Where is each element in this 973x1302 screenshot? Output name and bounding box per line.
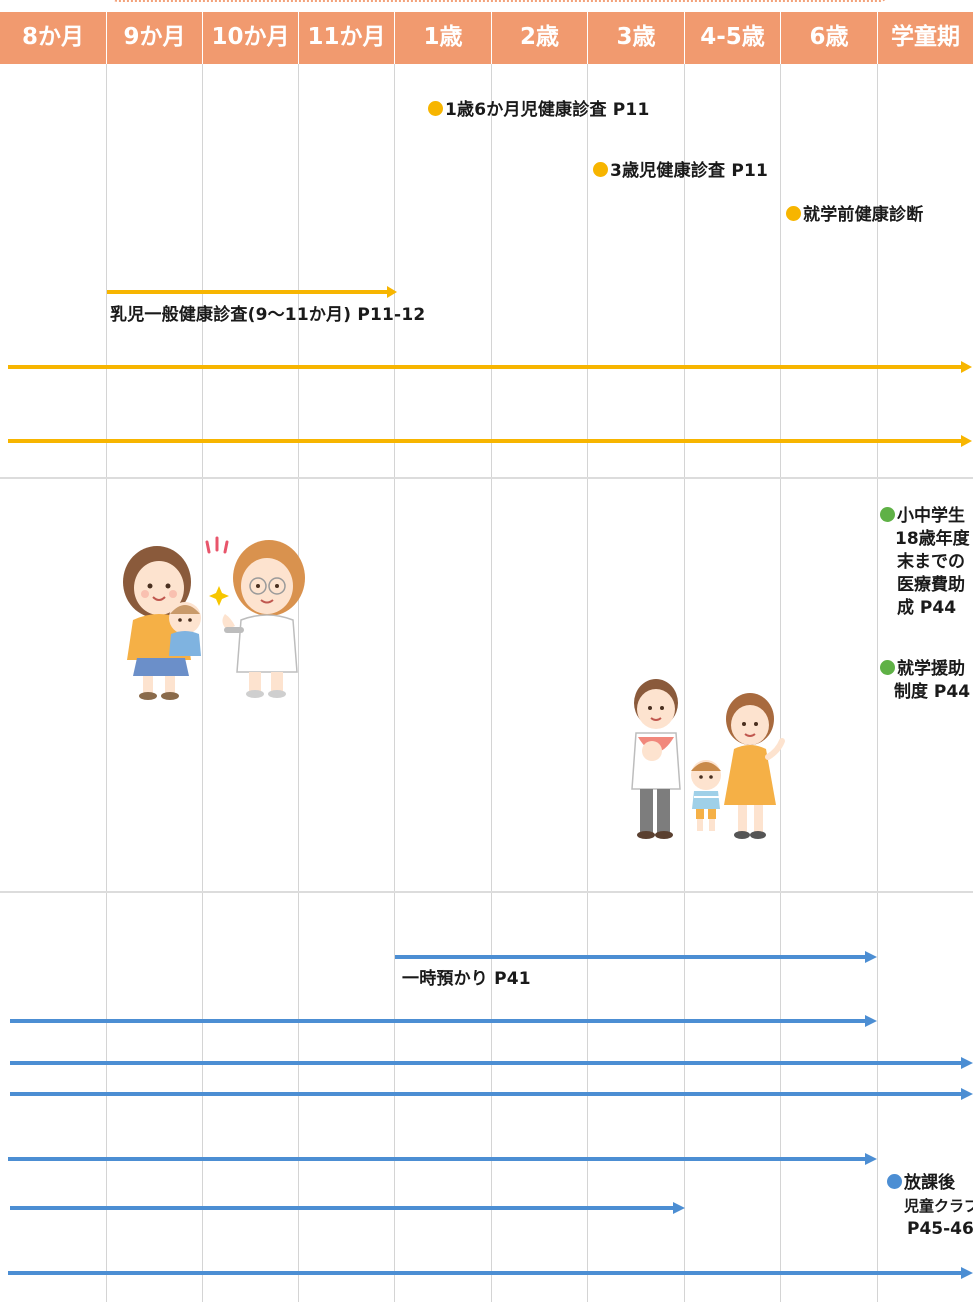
grid-line — [684, 64, 685, 1302]
after-school-line: 放課後 — [904, 1173, 955, 1193]
after-school-line: 児童クラブ — [904, 1197, 973, 1215]
school-aid-line: 就学援助 — [897, 659, 965, 679]
checkup-3y-text: 3歳児健康診査 P11 — [610, 161, 769, 181]
yellow-arrow-full — [8, 435, 973, 447]
green-dot-icon — [880, 660, 895, 675]
grid-line — [298, 64, 299, 1302]
header-col-4-5y: 4-5歳 — [685, 12, 781, 64]
medical-aid-line: 小中学生 — [897, 506, 965, 526]
grid-line — [587, 64, 588, 1302]
age-header-row: 8か月 9か月 10か月 11か月 1歳 2歳 3歳 4-5歳 6歳 学童期 — [0, 12, 973, 64]
header-col-8m: 8か月 — [0, 12, 107, 64]
blue-dot-icon — [887, 1174, 902, 1189]
mother-baby-nurse-illustration — [123, 536, 305, 700]
after-school-club-label: 放課後 児童クラブ P45-46 — [887, 1172, 973, 1241]
checkup-3y-label: 3歳児健康診査 P11 — [593, 156, 768, 181]
preschool-checkup-text: 就学前健康診断 — [803, 205, 924, 225]
checkup-18m-text: 1歳6か月児健康診査 P11 — [445, 100, 650, 120]
header-col-6y: 6歳 — [781, 12, 878, 64]
blue-arrow-full — [10, 1088, 973, 1100]
blue-arrow — [8, 1153, 877, 1165]
header-col-11m: 11か月 — [299, 12, 395, 64]
grid-line — [202, 64, 203, 1302]
medical-aid-line: 18歳年度 — [895, 529, 970, 549]
blue-arrow-full — [10, 1057, 973, 1069]
after-school-line: P45-46 — [907, 1219, 973, 1239]
yellow-dot-icon — [428, 101, 443, 116]
school-aid-line: 制度 P44 — [894, 682, 971, 702]
blue-arrow — [10, 1015, 877, 1027]
temporary-care-label: 一時預かり P41 — [402, 969, 531, 989]
preschool-checkup-label: 就学前健康診断 — [786, 200, 923, 225]
top-dashed-frame — [110, 0, 888, 2]
blue-arrow-full — [8, 1267, 973, 1279]
medical-aid-line: 医療費助 — [897, 575, 965, 595]
school-aid-label: 就学援助 制度 P44 — [880, 658, 970, 704]
grid-line — [780, 64, 781, 1302]
grid-line — [877, 64, 878, 1302]
header-col-9m: 9か月 — [107, 12, 203, 64]
medical-aid-label: 小中学生 18歳年度 末までの 医療費助 成 P44 — [880, 505, 970, 620]
header-col-2y: 2歳 — [492, 12, 588, 64]
yellow-dot-icon — [786, 206, 801, 221]
medical-aid-line: 成 P44 — [897, 598, 957, 618]
checkup-18m-label: 1歳6か月児健康診査 P11 — [428, 95, 650, 120]
grid-line — [394, 64, 395, 1302]
infant-checkup-label: 乳児一般健康診査(9〜11か月) P11-12 — [110, 305, 426, 325]
header-col-school-age: 学童期 — [891, 24, 960, 50]
temporary-care-arrow — [395, 951, 877, 963]
yellow-dot-icon — [593, 162, 608, 177]
yellow-arrow-full — [8, 361, 973, 373]
section-divider — [0, 891, 973, 893]
infant-checkup-arrow — [107, 286, 397, 298]
section-divider — [0, 477, 973, 479]
grid-line — [106, 64, 107, 1302]
blue-arrow — [10, 1202, 685, 1214]
header-col-10m: 10か月 — [203, 12, 299, 64]
family-illustration — [631, 679, 785, 839]
medical-aid-line: 末までの — [897, 552, 965, 572]
grid-line — [491, 64, 492, 1302]
header-col-3y: 3歳 — [588, 12, 685, 64]
green-dot-icon — [880, 507, 895, 522]
header-col-1y: 1歳 — [395, 12, 492, 64]
